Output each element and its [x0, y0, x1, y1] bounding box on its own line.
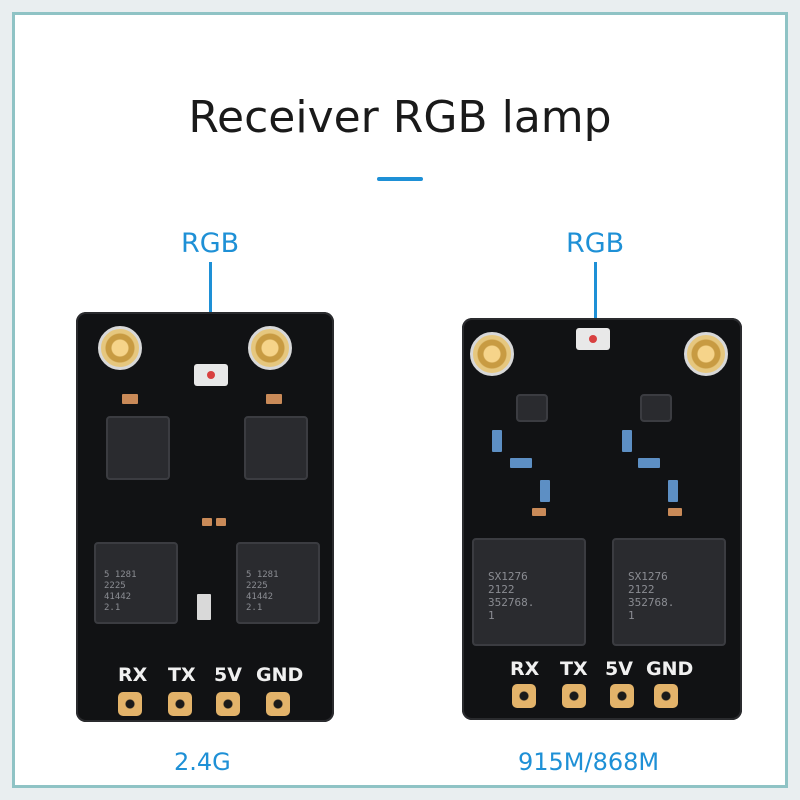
title-underline	[377, 177, 423, 181]
pin-label-gnd: GND	[646, 658, 694, 680]
smd-component	[668, 480, 678, 502]
pin-label-5v: 5V	[214, 664, 242, 686]
rgb-leader-right	[594, 262, 597, 332]
solder-pad	[168, 692, 192, 716]
caption-915m-868m: 915M/868M	[518, 748, 660, 776]
ic-component	[640, 394, 672, 422]
smd-component	[197, 594, 211, 620]
mcu-chip: 5 1281 2225 41442 2.1	[94, 542, 178, 624]
ufl-antenna-connector	[684, 332, 728, 376]
rgb-callout-left: RGB	[181, 228, 240, 259]
sx1276-chip: SX1276 2122 352768. 1	[472, 538, 586, 646]
smd-component	[532, 508, 546, 516]
pin-label-tx: TX	[168, 664, 196, 686]
pin-label-rx: RX	[118, 664, 148, 686]
receiver-board-915m-868m: SX1276 2122 352768. 1 SX1276 2122 352768…	[462, 318, 742, 720]
solder-pad	[266, 692, 290, 716]
solder-pad	[118, 692, 142, 716]
smd-component	[122, 394, 138, 404]
page-title: Receiver RGB lamp	[188, 92, 612, 143]
ic-component	[516, 394, 548, 422]
chip-marking: 5 1281 2225 41442 2.1	[246, 570, 279, 613]
mcu-chip: 5 1281 2225 41442 2.1	[236, 542, 320, 624]
smd-component	[216, 518, 226, 526]
ufl-antenna-connector	[98, 326, 142, 370]
smd-component	[510, 458, 532, 468]
pin-label-tx: TX	[560, 658, 588, 680]
receiver-board-2g4: 5 1281 2225 41442 2.1 5 1281 2225 41442 …	[76, 312, 334, 722]
ufl-antenna-connector	[248, 326, 292, 370]
pin-label-5v: 5V	[605, 658, 633, 680]
solder-pad	[512, 684, 536, 708]
smd-component	[622, 430, 632, 452]
smd-component	[202, 518, 212, 526]
solder-pad	[216, 692, 240, 716]
smd-component	[540, 480, 550, 502]
smd-component	[266, 394, 282, 404]
pin-label-gnd: GND	[256, 664, 304, 686]
rgb-callout-right: RGB	[566, 228, 625, 259]
chip-marking: 5 1281 2225 41442 2.1	[104, 570, 137, 613]
rf-chip	[106, 416, 170, 480]
solder-pad	[562, 684, 586, 708]
chip-marking: SX1276 2122 352768. 1	[628, 570, 675, 622]
rf-chip	[244, 416, 308, 480]
smd-component	[492, 430, 502, 452]
pin-label-rx: RX	[510, 658, 540, 680]
smd-component	[668, 508, 682, 516]
sx1276-chip: SX1276 2122 352768. 1	[612, 538, 726, 646]
rgb-led	[576, 328, 610, 350]
solder-pad	[610, 684, 634, 708]
smd-component	[638, 458, 660, 468]
rgb-led	[194, 364, 228, 386]
caption-2g4: 2.4G	[174, 748, 231, 776]
ufl-antenna-connector	[470, 332, 514, 376]
solder-pad	[654, 684, 678, 708]
chip-marking: SX1276 2122 352768. 1	[488, 570, 535, 622]
